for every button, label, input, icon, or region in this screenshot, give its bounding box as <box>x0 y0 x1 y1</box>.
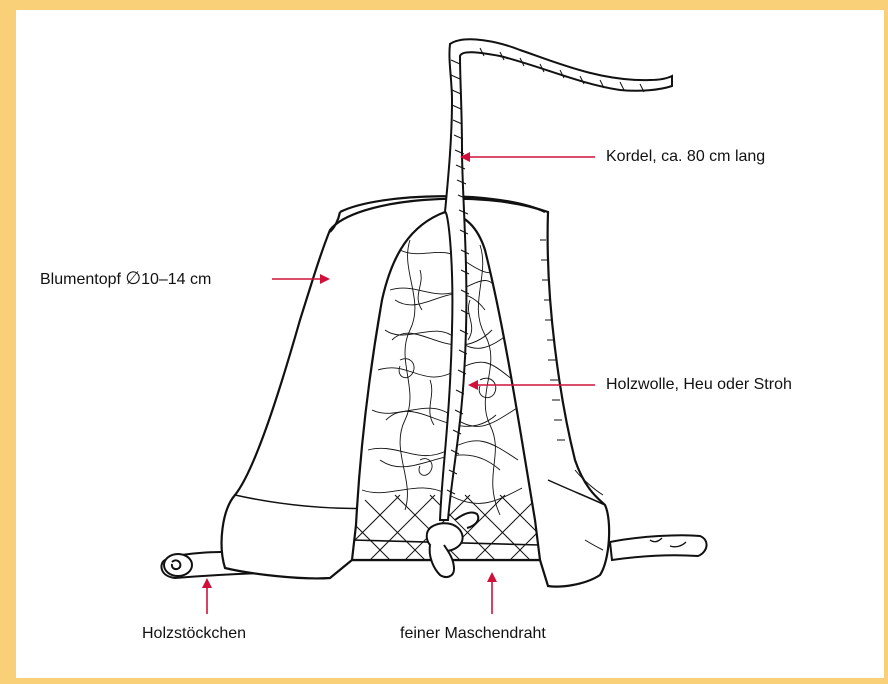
filling-label: Holzwolle, Heu oder Stroh <box>606 376 792 394</box>
diameter-symbol: ∅ <box>125 268 141 289</box>
pot-label: Blumentopf ∅10–14 cm <box>40 268 211 289</box>
pot-label-text: Blumentopf <box>40 271 125 288</box>
sticks-label: Holzstöckchen <box>142 625 246 643</box>
cord-label: Kordel, ca. 80 cm lang <box>606 148 765 166</box>
wire-label: feiner Maschendraht <box>400 625 546 643</box>
pot-size: 10–14 cm <box>141 271 211 288</box>
